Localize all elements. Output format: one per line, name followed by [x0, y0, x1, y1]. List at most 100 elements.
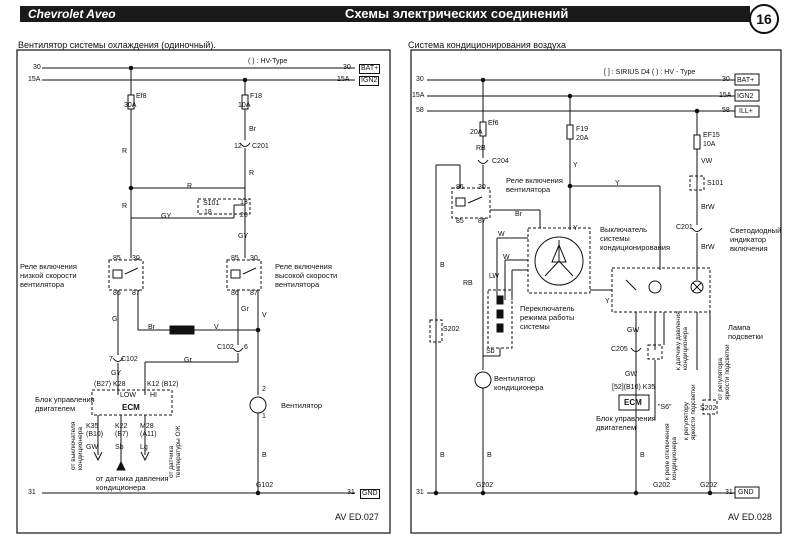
c201-right: C201 [676, 224, 693, 231]
wire-br-right: Br [515, 211, 522, 218]
page-number: 16 [749, 4, 779, 34]
s101-p18: 18 [204, 209, 212, 216]
left-frame [16, 49, 391, 534]
vt-right-d: от регулятора яркости подсветки [717, 344, 731, 400]
c201-name: C201 [252, 143, 269, 150]
wire-y4: Y [605, 298, 610, 305]
wire-b: B [262, 452, 267, 459]
wire-b2-right: B [440, 452, 445, 459]
ecm-left [91, 389, 173, 416]
s202a-label: S202 [443, 326, 460, 333]
wire-y3: Y [573, 225, 578, 232]
pin-lg: Lg [140, 444, 148, 451]
right-bat-tag: BAT+ [737, 77, 755, 84]
fan-ac-label: Вентилятор кондиционера [494, 374, 544, 392]
wire-gr1: Gr [241, 306, 249, 313]
wire-sb-right: Sb [486, 348, 495, 355]
fuse-ef8-name: Ef8 [136, 93, 147, 100]
relay-high-85: 85 [231, 255, 239, 262]
right-ign-tag: IGN2 [737, 93, 754, 100]
wire-gw2: GW [625, 371, 638, 378]
led-label: Светодиодный индикатор включения [730, 226, 782, 253]
fuse-ef15-rating: 10A [703, 141, 716, 148]
c102a-name: C102 [217, 344, 234, 351]
relay-high-label: Реле включения высокой скорости вентилят… [275, 262, 338, 289]
fuse-ef15-name: EF15 [703, 132, 720, 139]
s101-right: S101 [707, 180, 724, 187]
right-bus-58: 58 [416, 107, 424, 114]
wire-lw: LW [489, 273, 499, 280]
fuse-f18-name: F18 [250, 93, 263, 100]
right-bus-31: 31 [416, 489, 424, 496]
brand-label: Chevrolet Aveo [28, 7, 116, 21]
wire-v2: V [262, 312, 267, 319]
wire-rb2: RB [463, 280, 473, 287]
ecm-right-s6: "S6" [658, 404, 672, 411]
fan-motor-ac [474, 371, 492, 389]
mode-switch-label: Переключатель режима работы системы [520, 304, 575, 331]
right-ill-tag: ILL+ [739, 108, 753, 115]
wire-y2: Y [615, 180, 620, 187]
c102a-pin: 6 [244, 344, 248, 351]
relay-ac-85: 85 [456, 218, 464, 225]
left-fig-id: AV ED.027 [335, 512, 379, 522]
wire-gy1: GY [161, 213, 172, 220]
wire-br: Br [249, 126, 256, 133]
relay-low-30: 30 [132, 255, 140, 262]
ecm-low: LOW [120, 392, 136, 399]
right-gnd-tag: GND [738, 489, 754, 496]
wire-w1: W [498, 231, 505, 238]
s101-p20: 20 [240, 212, 248, 219]
c102b-pin: 7 [109, 356, 113, 363]
wire-vw: VW [701, 158, 713, 165]
s101-name: S101 [203, 200, 220, 207]
left-bus-15-label: 15A [28, 76, 41, 83]
relay-low-label: Реле включения низкой скорости вентилято… [20, 262, 77, 289]
connector-c201 [239, 142, 251, 147]
ecm-right-pins: [52](B10) K35 [612, 384, 656, 391]
section-title: Схемы электрических соединений [345, 6, 569, 21]
vt-right-a: к датчику давления кондиционера [675, 311, 689, 370]
ecm-left-block: Блок управления двигателем [35, 395, 95, 413]
s202b-label: S202 [700, 405, 717, 412]
relay-high [226, 259, 262, 291]
c201-pin: 12 [234, 143, 242, 150]
fuse-f18-rating: 10A [238, 102, 251, 109]
relay-high-30: 30 [250, 255, 258, 262]
relay-ac-30: 30 [478, 184, 486, 191]
wire-rb: RB [476, 145, 486, 152]
right-fig-id: AV ED.028 [728, 512, 772, 522]
fuse-f19-name: F19 [576, 126, 589, 133]
left-title: Вентилятор системы охлаждения (одиночный… [18, 40, 216, 50]
right-bus-15: 15A [412, 92, 425, 99]
g202b-label: G202 [653, 482, 671, 489]
fuse-ef6-rating: 20A [470, 129, 483, 136]
vt-left-b: от датчика температуры ОЖ [168, 425, 182, 478]
resistor [169, 325, 195, 335]
wire-g: G [112, 316, 118, 323]
fuse-f19-rating: 20A [576, 135, 589, 142]
left-bus-31-label: 31 [28, 489, 36, 496]
pin-m28: M28 (A11) [140, 423, 157, 438]
relay-high-86: 86 [231, 290, 239, 297]
relay-low-87: 87 [132, 290, 140, 297]
right-bus-30r: 30 [722, 76, 730, 83]
wire-y1: Y [573, 162, 578, 169]
relay-high-87: 87 [250, 290, 258, 297]
g102-label: G102 [256, 482, 274, 489]
wire-b4-right: B [640, 452, 645, 459]
relay-low [108, 259, 144, 291]
right-bus-58r: 58 [722, 107, 730, 114]
s101-p13: 13 [240, 199, 248, 206]
left-bus-30-label: 30 [33, 64, 41, 71]
ecm-left-name: ECM [122, 403, 140, 412]
left-bus-30-right: 30 [343, 64, 351, 71]
left-gnd-tag: GND [360, 489, 380, 499]
motor-p2: 2 [262, 386, 266, 393]
relay-ac-label: Реле включения вентилятора [506, 176, 563, 194]
ecm-right-name: ECM [624, 398, 642, 407]
wire-brw2: BrW [701, 244, 715, 251]
ecm-k12: K12 (B12) [147, 381, 179, 388]
left-ign-tag: IGN2 [359, 76, 380, 86]
